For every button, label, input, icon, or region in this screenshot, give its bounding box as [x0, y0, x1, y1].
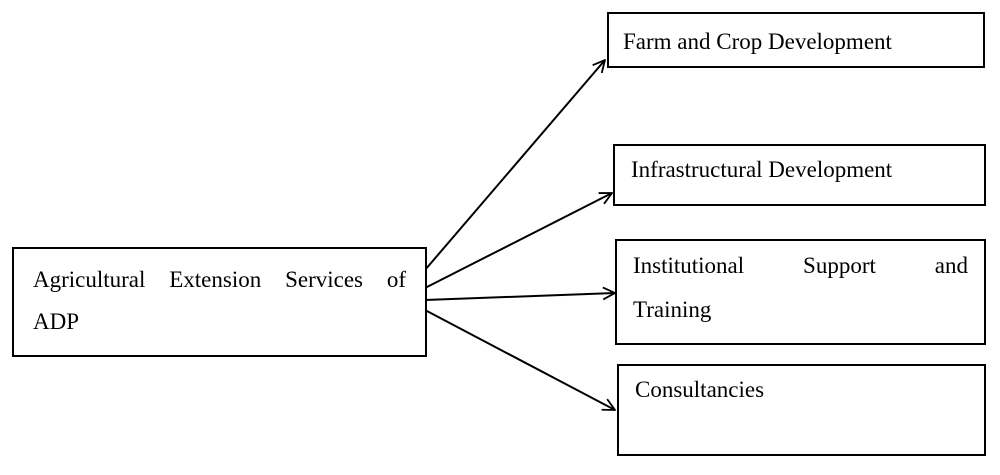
target-box-institutional: Institutional Support and Training — [615, 239, 986, 345]
arrow-to-consultancies — [424, 309, 615, 410]
target-box-infrastructural: Infrastructural Development — [613, 144, 986, 206]
target-label-institutional-line1: Institutional Support and — [633, 253, 968, 278]
target-box-consultancies: Consultancies — [617, 364, 986, 456]
target-box-farm-crop: Farm and Crop Development — [607, 12, 985, 68]
target-label-farm-crop: Farm and Crop Development — [623, 29, 892, 54]
arrow-to-farm-crop — [424, 60, 605, 271]
target-label-infrastructural: Infrastructural Development — [631, 157, 893, 182]
source-box: Agricultural Extension Services of ADP — [12, 247, 427, 357]
target-label-institutional-line2: Training — [633, 297, 712, 322]
source-label-line2: ADP — [33, 309, 80, 334]
arrow-to-infrastructural — [424, 193, 612, 289]
source-label-line1: Agricultural Extension Services of — [33, 267, 406, 292]
arrow-to-institutional — [424, 293, 615, 301]
target-label-consultancies: Consultancies — [635, 377, 765, 402]
